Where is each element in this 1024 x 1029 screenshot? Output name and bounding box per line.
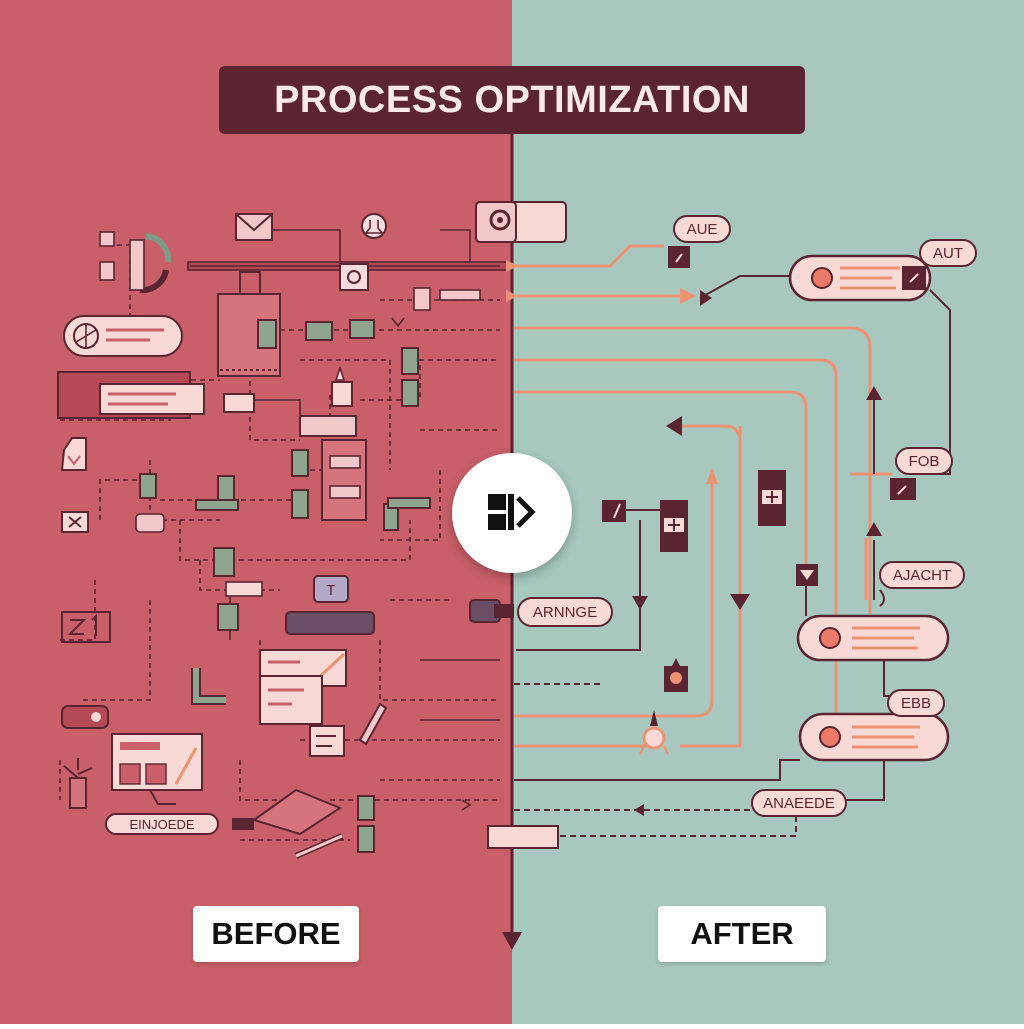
small-bar — [439, 289, 481, 301]
plus-box — [660, 500, 688, 552]
arrow-right-icon — [488, 494, 536, 530]
card-steering — [63, 315, 183, 357]
tag-anaeede: ANAEEDE — [751, 789, 847, 817]
tag-aut: AUT — [919, 239, 977, 267]
tag-ajacht: AJACHT — [879, 561, 965, 589]
report-document — [259, 649, 347, 725]
card-wide — [57, 371, 205, 419]
after-dark-arrows — [632, 290, 882, 816]
tag-aut-label: AUT — [933, 245, 963, 262]
server-tower — [299, 415, 367, 521]
tag-aue-label: AUE — [687, 221, 718, 238]
slider-bar — [285, 611, 375, 635]
bottom-pill-label: EINJOEDE — [129, 817, 194, 832]
tag-aue: AUE — [673, 215, 731, 243]
tag-arnnge-label: ARNNGE — [533, 604, 597, 621]
small-box — [99, 231, 115, 247]
tag-ebb: EBB — [887, 689, 945, 717]
small-box — [413, 287, 431, 311]
small-box — [129, 239, 145, 291]
camera-node — [475, 201, 567, 243]
connector-node — [469, 599, 514, 623]
page-title-text: PROCESS OPTIMIZATION — [274, 78, 750, 121]
small-box — [99, 261, 115, 281]
plug-icon — [232, 788, 343, 836]
before-label: BEFORE — [193, 906, 359, 962]
tag-anaeede-label: ANAEEDE — [763, 795, 835, 812]
camera-icon — [339, 263, 369, 291]
small-card — [225, 581, 263, 597]
after-components — [487, 246, 950, 849]
plant-icon — [63, 758, 93, 809]
after-label: AFTER — [658, 906, 826, 962]
tag-fob-label: FOB — [909, 453, 940, 470]
after-tags: AUE AUT FOB AJACHT ARNNGE EBB ANAEEDE — [517, 215, 977, 817]
t-key: T — [313, 575, 349, 603]
transition-button[interactable] — [452, 453, 572, 573]
small-card — [223, 393, 255, 413]
after-clean-flows — [514, 244, 892, 748]
bulb-node — [639, 710, 669, 755]
after-arrowheads — [506, 260, 718, 484]
tag-arnnge: ARNNGE — [517, 597, 613, 627]
close-icon — [61, 511, 89, 533]
tag-fob: FOB — [895, 447, 953, 475]
green-chips — [139, 319, 431, 853]
note-card — [309, 725, 345, 757]
monitor-icon — [111, 733, 203, 805]
card-bottom — [798, 712, 950, 762]
page-title: PROCESS OPTIMIZATION — [219, 66, 805, 134]
z1-icon — [61, 611, 111, 643]
pen-icon — [358, 702, 388, 746]
lamp-node — [664, 658, 688, 692]
bottom-pill: EINJOEDE — [105, 813, 219, 835]
before-components: T — [57, 213, 481, 859]
after-label-text: AFTER — [690, 916, 794, 951]
tag-ajacht-label: AJACHT — [893, 567, 951, 584]
lamp-icon — [331, 365, 353, 407]
card-middle — [796, 614, 950, 662]
before-label-text: BEFORE — [211, 916, 341, 951]
plus-box — [758, 470, 786, 526]
small-card — [487, 825, 559, 849]
shield-icon — [60, 437, 87, 471]
card-aut — [788, 254, 932, 302]
small-pill — [61, 705, 109, 729]
small-card — [135, 513, 165, 533]
envelope-icon — [235, 213, 273, 241]
t-key-label: T — [326, 582, 335, 599]
tag-ebb-label: EBB — [901, 695, 931, 712]
flask-icon — [361, 213, 387, 239]
